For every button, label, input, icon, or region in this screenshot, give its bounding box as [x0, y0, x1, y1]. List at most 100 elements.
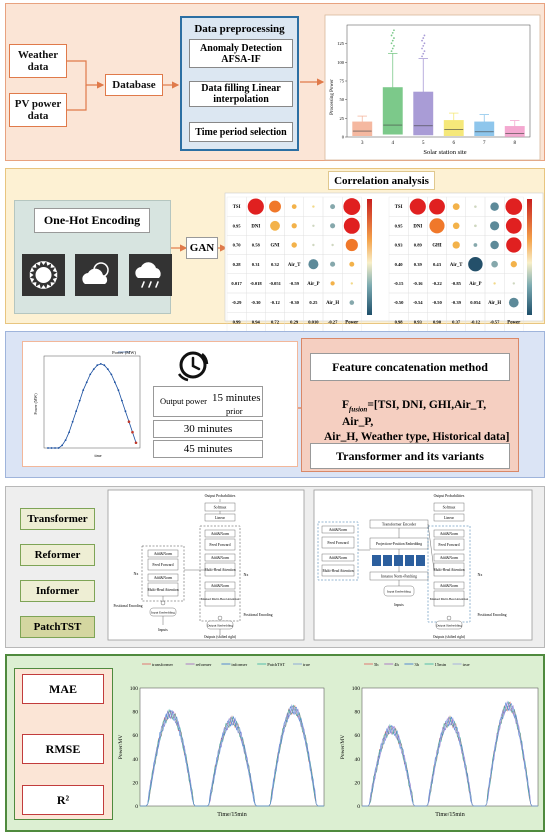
anomaly-detection-label: Anomaly Detection AFSA-IF: [200, 42, 282, 65]
forecast-ylabel: Power/MV: [340, 735, 346, 759]
boxplot-outlier: [421, 55, 423, 58]
heatmap-circle: [330, 223, 336, 229]
heatmap-circle: [291, 223, 297, 229]
correlation-title-box: Correlation analysis: [328, 171, 435, 190]
heatmap-value: 0.28: [233, 262, 242, 267]
forecast-ytick-label: 0: [357, 804, 360, 810]
power-curve-point: [82, 389, 85, 392]
power-curve-point: [47, 447, 49, 449]
forecast-legend-label: 5h: [374, 662, 379, 667]
heatmap-diag-label: TSI: [233, 205, 241, 210]
heatmap-value: 0.31: [252, 262, 261, 267]
ffusion-line2: Air_H, Weather type, Historical data]: [324, 431, 510, 444]
metric-mae: MAE: [22, 674, 104, 704]
heatmap-value: 0.95: [395, 223, 404, 228]
heatmap-value: -0.12: [471, 319, 481, 324]
colorbar-left: [367, 199, 372, 315]
heatmap-value: -0.85: [451, 281, 461, 286]
power-curve-ylabel: Power (MW): [33, 393, 38, 415]
boxplot-outlier: [423, 50, 426, 53]
p-linear: Linear: [444, 516, 455, 520]
model-reformer: Reformer: [20, 544, 95, 566]
heatmap-value: 0.58: [252, 243, 261, 248]
t-output-emb: Output Embedding: [207, 624, 233, 628]
p-enc-mha: Multi-Head Attention: [322, 569, 353, 573]
t-dec-masked: Masked Multi-Head Attention: [201, 597, 240, 601]
heatmap-value: 0.39: [414, 262, 423, 267]
boxplot-ylabel: Processing Power: [330, 79, 335, 115]
metric-mae-label: MAE: [49, 681, 77, 696]
section2-arrows: [171, 244, 228, 252]
heatmap-circle: [452, 241, 460, 249]
heatmap-circle: [474, 205, 477, 208]
forecast-ytick-label: 100: [130, 686, 139, 692]
database-box: Database: [105, 74, 163, 96]
boxplot-outlier: [422, 37, 425, 39]
p-encoder: Transformer Encoder: [382, 522, 417, 527]
power-curve-point: [64, 439, 67, 442]
correlation-title: Correlation analysis: [334, 174, 429, 187]
heatmap-value: 0.010: [308, 319, 319, 324]
heatmap-diag-label: Air_H: [326, 301, 339, 306]
sun-ray: [50, 282, 56, 287]
p-softmax: Softmax: [443, 506, 456, 510]
feature-method-label: Feature concatenation method: [332, 359, 488, 374]
t-nx-right: Nx: [244, 572, 249, 577]
heatmap-diag-label: GNI: [270, 244, 279, 249]
heatmap-circle: [312, 224, 315, 227]
forecast-series-line: [140, 705, 324, 807]
sun-ray: [53, 272, 58, 278]
metric-rmse: RMSE: [22, 734, 104, 764]
t-dec-addnorm-1: Add&Norm: [211, 532, 229, 536]
heatmap-circle: [505, 198, 523, 215]
sun-ray: [35, 284, 41, 289]
heatmap-circle: [330, 281, 335, 286]
forecast-series-line: [362, 702, 538, 807]
boxplot-outlier: [421, 39, 423, 42]
model-patchtst: PatchTST: [20, 616, 95, 638]
onehot-label: One-Hot Encoding: [43, 213, 141, 227]
heatmap-value: -0.59: [289, 281, 299, 286]
t-linear: Linear: [215, 516, 226, 520]
transformer-variants-box: Transformer and its variants: [310, 443, 510, 469]
boxplot-outlier: [422, 52, 425, 55]
heatmap-circle: [343, 217, 360, 234]
heatmap-value: 0.90: [433, 319, 442, 324]
p-enc-addnorm-2: Add&Norm: [329, 556, 347, 560]
t-enc-addnorm-1: Add&Norm: [154, 552, 172, 556]
forecast-series-line: [362, 700, 538, 807]
rain-icon: [135, 262, 161, 288]
p-enc-addnorm-1: Add&Norm: [329, 528, 347, 532]
forecast-legend-label: true: [463, 662, 470, 667]
heatmap-value: 0.72: [271, 319, 280, 324]
heatmap-diag-label: Air_H: [488, 301, 501, 306]
t-dec-mha: Multi-Head Attention: [204, 568, 235, 572]
forecast-ytick-label: 40: [355, 757, 361, 763]
p-nx: Nx: [478, 572, 483, 577]
forecast-ytick-label: 20: [355, 780, 361, 786]
p-dec-mha: Multi-Head Attention: [433, 568, 464, 572]
power-curve-point: [99, 362, 102, 365]
partly-cloudy-icon: [82, 262, 109, 284]
heatmap-value: -0.29: [232, 300, 242, 305]
boxplot-box: [443, 120, 464, 137]
heatmap-circle: [345, 238, 358, 252]
power-curve-point: [92, 368, 95, 371]
heatmap-circle: [349, 300, 355, 305]
t-pe-right: Positional Encoding: [243, 613, 272, 617]
boxplot-xtick-label: 8: [514, 141, 517, 146]
power-curve-point: [68, 431, 71, 434]
heatmap-value: -0.30: [251, 300, 261, 305]
boxplot-outlier: [393, 37, 395, 39]
heatmap-diag-label: TSI: [395, 205, 403, 210]
heatmap-circle: [510, 261, 517, 268]
power-curve-point: [110, 373, 113, 376]
heatmap-circle: [291, 242, 297, 248]
p-pe: Positional Encoding: [477, 613, 506, 617]
heatmap-diag-label: Air_P: [469, 282, 481, 287]
model-informer: Informer: [20, 580, 95, 602]
boxplot-xlabel: Solar station site: [423, 149, 466, 156]
m15-label: 15 minutes: [212, 392, 261, 404]
